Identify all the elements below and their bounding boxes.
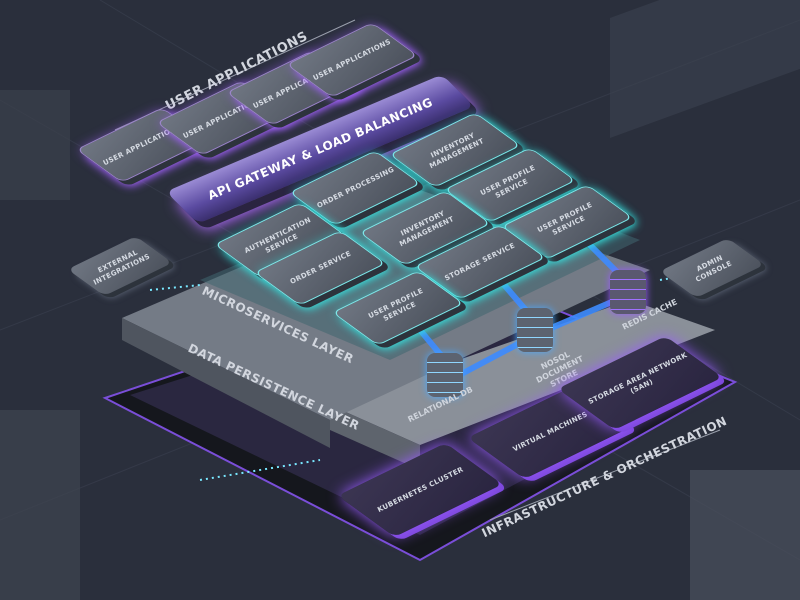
data-persistence-platform — [330, 300, 715, 445]
redis-cache-icon[interactable] — [610, 270, 646, 314]
relational-db-icon[interactable] — [427, 353, 463, 397]
nosql-store-icon[interactable] — [517, 308, 553, 352]
